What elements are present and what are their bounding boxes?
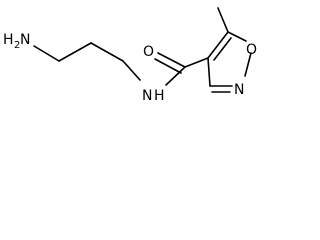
amine-n-label: N: [20, 32, 30, 48]
bond-carbonyl-o-1: [157, 52, 186, 68]
bond-c4-c5-1: [207, 31, 229, 59]
molecule-structure: H 2 N N H O O N: [3, 7, 257, 104]
ring-n-label: N: [234, 82, 244, 98]
amide-h-label: H: [154, 88, 165, 104]
ring-o-label: O: [246, 42, 257, 58]
carbonyl-o-label: O: [143, 44, 154, 60]
amide-n-label: N: [142, 88, 152, 104]
bond-c1-c2: [58, 42, 92, 62]
bond-carbonyl-o-2: [154, 58, 182, 74]
bonds: [33, 7, 252, 93]
amine-subscript-label: 2: [14, 40, 20, 51]
bond-c4-c5-2: [213, 37, 232, 61]
bond-c5-ringo: [227, 31, 247, 42]
atom-labels: H 2 N N H O O N: [3, 32, 257, 104]
bond-c5-methyl: [217, 7, 229, 33]
bond-c3-nh: [122, 60, 141, 81]
bond-nh-carbonyl: [165, 66, 186, 86]
bond-c2-c3: [90, 42, 124, 62]
bond-nh2-c1: [33, 45, 60, 62]
bond-ringo-ringn: [244, 52, 252, 77]
bond-carbonyl-c4: [184, 57, 209, 68]
bond-c3ring-c4: [207, 57, 211, 87]
amine-h-label: H: [3, 32, 14, 48]
